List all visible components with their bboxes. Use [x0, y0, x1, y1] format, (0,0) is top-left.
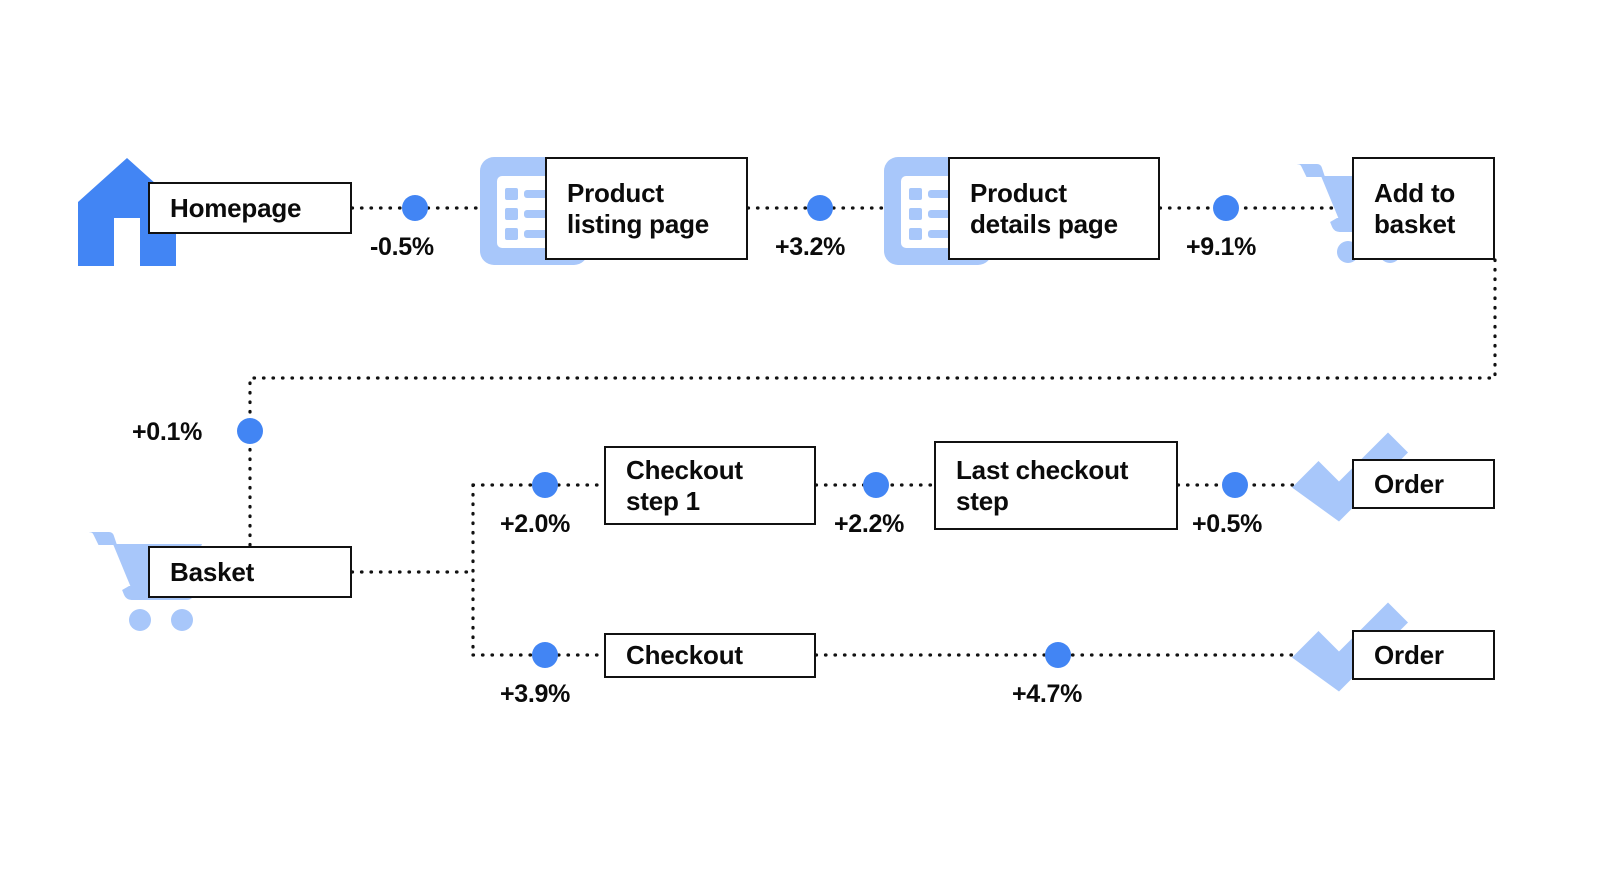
edge-value-last-to-order-top: +0.5%	[1192, 510, 1263, 538]
node-add-to-basket[interactable]: Add to basket	[1352, 157, 1495, 260]
edge-dot-homepage-to-listing	[402, 195, 428, 221]
node-label: Product listing page	[567, 177, 710, 239]
node-checkout-step-1[interactable]: Checkout step 1	[604, 446, 816, 525]
edge-dot-details-to-addtobasket	[1213, 195, 1239, 221]
node-checkout[interactable]: Checkout	[604, 633, 816, 678]
edge-dot-addtobasket-to-basket	[237, 418, 263, 444]
node-order-bottom[interactable]: Order	[1352, 630, 1495, 680]
edge-value-details-to-addtobasket: +9.1%	[1186, 233, 1257, 261]
edge-dot-checkout-to-order-bottom	[1045, 642, 1071, 668]
edge-dot-basket-to-checkout1	[532, 472, 558, 498]
edge-dot-listing-to-details	[807, 195, 833, 221]
edge-dot-checkout1-to-last	[863, 472, 889, 498]
check-icon	[1292, 598, 1408, 710]
node-label: Product details page	[970, 177, 1118, 239]
node-product-listing-page[interactable]: Product listing page	[545, 157, 748, 260]
node-label: Basket	[170, 556, 255, 587]
node-order-top[interactable]: Order	[1352, 459, 1495, 509]
edge-value-checkout-to-order-bottom: +4.7%	[1012, 680, 1083, 708]
node-label: Add to basket	[1374, 177, 1456, 239]
node-label: Checkout step 1	[626, 454, 743, 516]
node-basket[interactable]: Basket	[148, 546, 352, 598]
node-label: Checkout	[626, 640, 743, 671]
node-label: Order	[1374, 639, 1444, 670]
edge-value-basket-to-checkout: +3.9%	[500, 680, 571, 708]
edge-value-basket-to-checkout1: +2.0%	[500, 510, 571, 538]
edge-dot-last-to-order-top	[1222, 472, 1248, 498]
edge-value-checkout1-to-last: +2.2%	[834, 510, 905, 538]
node-product-details-page[interactable]: Product details page	[948, 157, 1160, 260]
node-label: Order	[1374, 468, 1444, 499]
node-homepage[interactable]: Homepage	[148, 182, 352, 234]
edge-value-listing-to-details: +3.2%	[775, 233, 846, 261]
node-label: Homepage	[170, 192, 302, 223]
edge-dot-basket-to-checkout	[532, 642, 558, 668]
edge-value-addtobasket-to-basket: +0.1%	[132, 418, 203, 446]
edge-value-homepage-to-listing: -0.5%	[370, 233, 434, 261]
node-last-checkout-step[interactable]: Last checkout step	[934, 441, 1178, 530]
node-label: Last checkout step	[956, 454, 1129, 516]
